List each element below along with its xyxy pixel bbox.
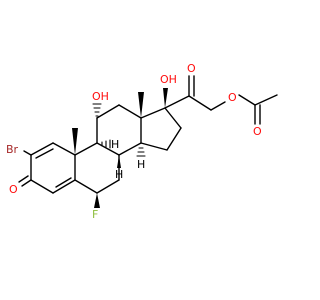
- hash-c9-h: [101, 139, 111, 149]
- bond-o-acyl: [238, 94, 256, 106]
- bond-c17-c20: [164, 95, 190, 109]
- hash-c11-oh: [92, 103, 102, 117]
- hydrogen-9-label: H: [111, 138, 119, 151]
- bond-c5-c6: [74, 179, 98, 194]
- bond-c3-c4: [30, 179, 54, 194]
- bond-c21-o: [210, 101, 226, 111]
- structure-diagram: Br O F OH OH O O O H H H: [6, 62, 278, 221]
- bond-c10-c1: [52, 142, 76, 156]
- bond-c14-c8: [118, 142, 142, 156]
- fluorine-label: F: [92, 208, 98, 221]
- bond-c4-c5: [52, 179, 76, 194]
- ketone-oxygen-label: O: [9, 183, 18, 196]
- bond-c12-c13: [118, 104, 142, 119]
- bond-c1-c2-double: [35, 148, 54, 159]
- bond-c4-c5-double: [55, 177, 72, 188]
- wedge-c10-methyl: [72, 128, 78, 155]
- bond-c9-c10: [74, 142, 98, 156]
- ketone-oxygen-20-label: O: [187, 62, 196, 75]
- bond-c20-c21: [188, 95, 212, 111]
- bond-c3-o-double: [18, 175, 29, 183]
- hydroxyl-11-label: OH: [92, 90, 109, 103]
- hash-c14-h: [136, 147, 146, 157]
- bond-c3-o: [21, 179, 32, 187]
- hydroxyl-17-label: OH: [160, 73, 177, 86]
- bromine-label: Br: [6, 143, 19, 156]
- bond-c6-c7: [96, 179, 120, 194]
- molecule-drawing: Br O F OH OH O O O H H H: [6, 62, 278, 221]
- bond-c16-c15: [166, 127, 182, 151]
- bond-c13-c17: [140, 107, 166, 119]
- wedge-c17-oh: [163, 88, 168, 108]
- bond-c1-c2: [30, 142, 54, 156]
- bond-c11-c12: [96, 104, 120, 119]
- bond-c17-c16: [164, 107, 182, 129]
- bond-c15-c14: [140, 142, 168, 151]
- hydrogen-14-label: H: [137, 158, 145, 171]
- wedge-c13-methyl: [138, 92, 144, 118]
- wedge-c8-h: [117, 155, 121, 168]
- bond-c2-br: [23, 150, 32, 156]
- bond-acyl-methyl: [254, 94, 278, 106]
- hydrogen-8-label: H: [115, 168, 123, 181]
- acetyl-oxygen-label: O: [253, 125, 262, 138]
- ester-oxygen-label: O: [228, 91, 237, 104]
- wedge-c6-f: [94, 193, 100, 208]
- bond-c8-c9: [96, 142, 120, 156]
